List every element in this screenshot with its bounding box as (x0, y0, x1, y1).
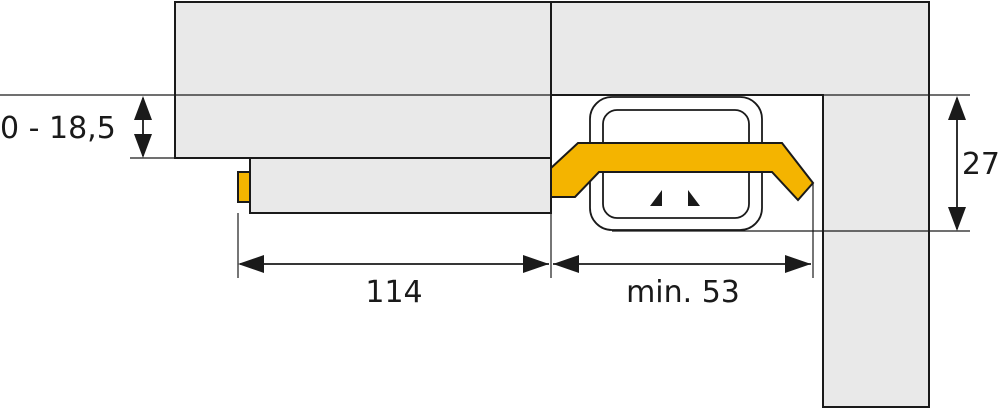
locking-bar (550, 142, 815, 202)
vertical-frame (822, 94, 930, 408)
dimension-label-lock-length: 114 (365, 275, 422, 310)
top-frame (550, 1, 930, 96)
dimension-label-min-distance: min. 53 (626, 275, 740, 310)
keeper-tooth-left (650, 190, 662, 206)
lock-cylinder (237, 171, 251, 203)
sash-frame (174, 1, 552, 159)
dimension-label-adjustment-range: 0 - 18,5 (0, 111, 116, 146)
keeper-tooth-right (688, 190, 700, 206)
dimension-label-height: 27 (962, 147, 1000, 182)
